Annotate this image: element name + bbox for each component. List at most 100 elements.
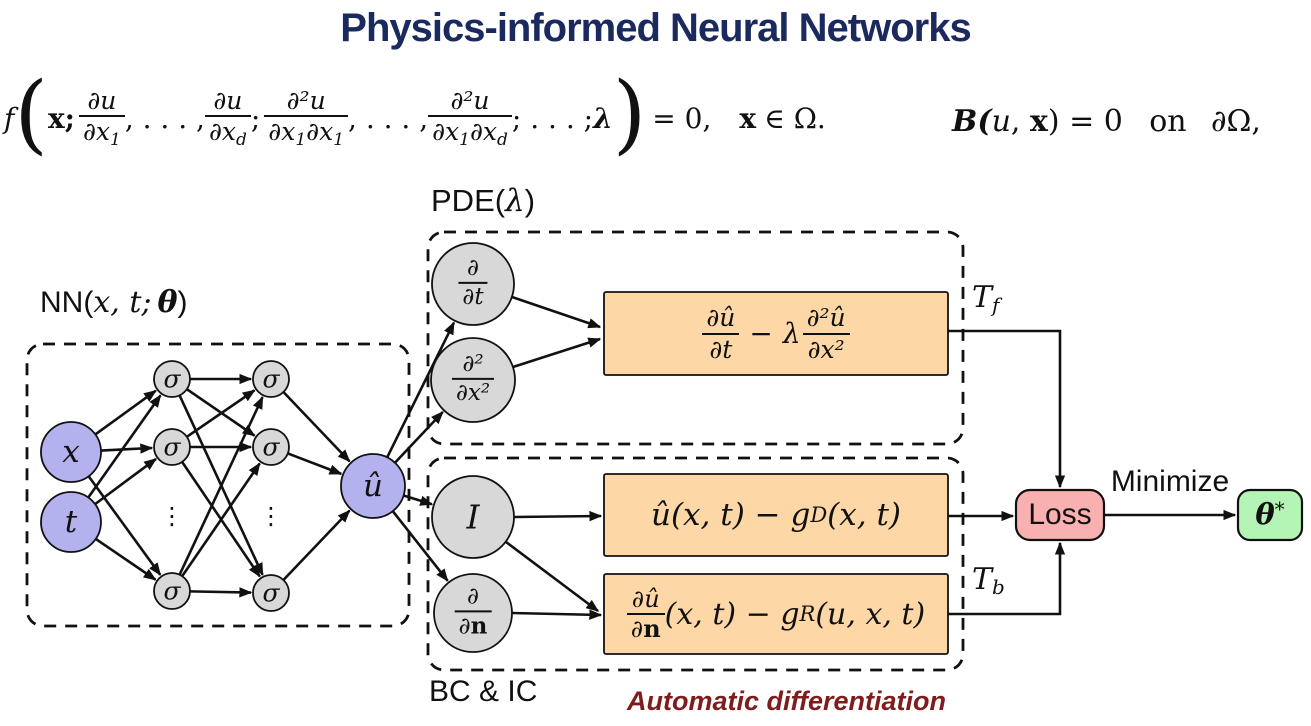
arrow-ddn-to-robin: [511, 609, 603, 620]
residual-set-tb-label: Tb: [972, 562, 1005, 599]
dirichlet-post: (x, t): [827, 497, 902, 533]
eq-semicolon-1: ;: [250, 101, 261, 135]
beq-on: on: [1149, 104, 1187, 139]
identity-operator-label: I: [466, 497, 480, 537]
robin-frac: ∂û ∂n: [626, 585, 665, 644]
output-node-uhat-label: û: [363, 468, 383, 504]
loss-box-label: Loss: [1028, 498, 1092, 531]
eq-f4-den2-sub: d: [497, 130, 508, 151]
hidden1-sigma-label: σ: [163, 364, 181, 394]
dirichlet-sub: D: [810, 503, 828, 527]
input-node-x-label: x: [62, 434, 80, 470]
d2dx2-operator-label: ∂² ∂x²: [451, 351, 495, 407]
eq-semidots-lambda: ; . . . ;: [511, 101, 594, 135]
nn-label-args: x, t;: [93, 285, 152, 320]
arrow-identity-to-dirichlet: [513, 510, 603, 522]
hidden2-ellipsis: ⋮: [259, 502, 283, 530]
arrow-robin-to-loss: [948, 541, 1066, 616]
theta-sup: *: [1274, 497, 1285, 521]
pde-res-f2-num: ∂²û: [802, 303, 850, 335]
eq-fraction-du-dx1: ∂u ∂x1: [78, 86, 125, 151]
node-ddn: [433, 573, 513, 653]
beq-x: x: [1029, 104, 1048, 139]
robin-post: (u, x, t): [815, 596, 926, 632]
arrow-d2dx2-to-pde: [512, 337, 602, 369]
pde-res-lambda: λ: [782, 317, 801, 350]
d2dx2-den: ∂x²: [455, 380, 491, 406]
eq-f2-den-sub: d: [235, 130, 247, 151]
theta-star-label: θ*: [1255, 497, 1284, 531]
theta-main: θ: [1255, 497, 1275, 531]
ddn-den-partial: ∂: [458, 613, 471, 640]
node-input-x: [40, 421, 102, 483]
bc-dashed-box: [426, 456, 965, 672]
node-h1c: [153, 572, 191, 610]
eq-x-arg: x;: [47, 101, 75, 135]
dirichlet-pre: û(x, t) − g: [650, 497, 811, 533]
eq-fraction-d2u-dx1dx1: ∂²u ∂x1∂x1: [264, 86, 349, 151]
eq-f4-num: ∂²u: [428, 86, 512, 118]
eq-f2-den: ∂xd: [205, 117, 251, 150]
arrow-pde-to-loss: [948, 329, 1066, 489]
pde-res-f1-den: ∂t: [709, 334, 733, 364]
eq-f2-num: ∂u: [204, 86, 251, 118]
nn-dashed-box: [25, 342, 411, 628]
edge-uhat-to-ddn: [391, 510, 449, 582]
beq-domega: ∂Ω,: [1210, 104, 1261, 139]
pde-label-pre: PDE(: [431, 183, 506, 218]
eq-f1-num: ∂u: [78, 86, 125, 118]
tf-main: T: [972, 280, 993, 315]
eq-f4-den2: ∂x: [469, 117, 498, 147]
pde-section-label: PDE(λ): [431, 183, 535, 219]
node-h1a: [153, 360, 191, 398]
eq-f4-den: ∂x1∂xd: [428, 117, 512, 150]
ddn-den: ∂n: [455, 613, 492, 641]
hidden1-sigma-label: σ: [163, 432, 181, 462]
node-h1b: [153, 428, 191, 466]
minimize-arrow-label: Minimize: [1110, 465, 1230, 498]
pde-res-frac1: ∂û ∂t: [702, 303, 740, 364]
edge-uhat-to-identity: [403, 494, 434, 506]
edge-input-x-to-h1a: [94, 389, 157, 436]
robin-den-n: n: [643, 614, 661, 643]
edge-uhat-to-d2dx2: [394, 411, 444, 464]
node-uhat: [340, 453, 406, 519]
eq-right-paren: ): [612, 64, 647, 165]
eq-f4-den1-sub: 1: [459, 130, 470, 151]
eq-f3-num: ∂²u: [264, 86, 349, 118]
ddn-operator-label: ∂ ∂n: [454, 583, 492, 641]
ddn-num: ∂: [454, 583, 492, 613]
node-ddt: [431, 242, 515, 326]
eq-f3-den: ∂x1∂x1: [264, 117, 348, 150]
eq-f: f: [4, 101, 15, 135]
eq-f1-den: ∂x1: [79, 117, 125, 150]
arrow-identity-to-robin: [505, 540, 600, 613]
tb-main: T: [972, 562, 993, 597]
eq-f4-den1: ∂x: [432, 117, 460, 147]
pde-residual-box: [603, 291, 949, 376]
input-node-t-label: t: [64, 504, 78, 540]
edge-h1c-to-h2b: [181, 462, 261, 577]
ddn-den-n: n: [470, 612, 488, 640]
pde-res-f2-den: ∂x²: [807, 334, 845, 364]
eq-fraction-d2u-dx1dxd: ∂²u ∂x1∂xd: [428, 86, 512, 151]
eq-lambda: λ: [593, 101, 613, 135]
bc-ic-section-label: BC & IC: [429, 675, 538, 708]
eq-f3-den2-sub: 1: [333, 130, 345, 151]
hidden1-ellipsis: ⋮: [160, 502, 184, 530]
pde-residual-expression: ∂û ∂t − λ ∂²û ∂x²: [604, 292, 948, 375]
robin-sub: R: [799, 602, 816, 626]
residual-set-tf-label: Tf: [972, 280, 999, 317]
eq-f2-den-main: ∂x: [208, 117, 236, 147]
edge-h2b-to-uhat: [287, 452, 343, 476]
eq-f1-den-sub: 1: [110, 130, 121, 151]
edge-input-x-to-h1c: [87, 475, 162, 576]
edge-h2c-to-uhat: [282, 509, 351, 581]
arrow-ddt-to-pde: [511, 295, 602, 329]
edge-input-t-to-h1c: [95, 537, 157, 581]
nn-label-close: ): [177, 286, 188, 319]
pde-label-lambda: λ: [505, 183, 525, 219]
hidden2-sigma-label: σ: [262, 364, 280, 394]
robin-frac-num: ∂û: [626, 585, 665, 615]
